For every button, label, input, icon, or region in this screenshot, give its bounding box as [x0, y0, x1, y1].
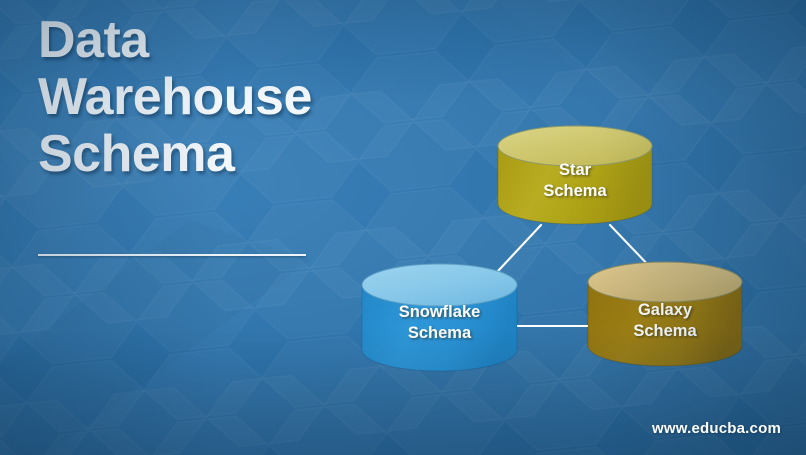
node-label-galaxy-schema: Galaxy Schema: [633, 301, 697, 341]
cylinder-shape-snowflake: [361, 263, 518, 372]
node-label-star-schema: Star Schema: [543, 161, 607, 201]
title-line-3: Schema: [38, 125, 235, 184]
node-galaxy-schema[interactable]: Galaxy Schema: [587, 261, 743, 367]
node-label-snowflake-schema: Snowflake Schema: [398, 303, 481, 343]
page-title: Data Warehouse Schema: [38, 11, 458, 184]
node-snowflake-schema[interactable]: Snowflake Schema: [361, 263, 518, 372]
title-line-2: Warehouse: [38, 68, 312, 127]
title-divider: [38, 254, 306, 256]
title-line-1: Data: [38, 11, 149, 69]
footer-website-url[interactable]: www.educba.com: [652, 420, 781, 437]
cylinder-shape-star: [497, 125, 653, 225]
node-star-schema[interactable]: Star Schema: [497, 125, 653, 225]
cylinder-shape-galaxy: [587, 261, 743, 367]
